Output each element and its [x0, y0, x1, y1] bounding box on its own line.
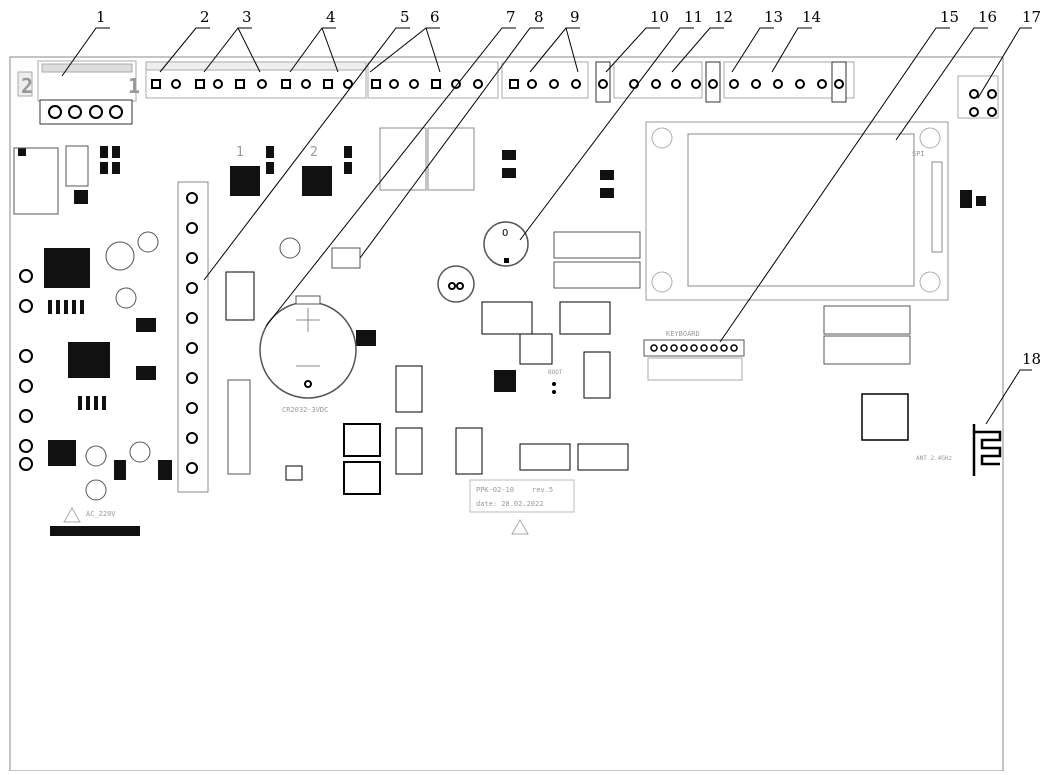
relay-blocks [227, 127, 911, 495]
callout-14: 14 [802, 8, 821, 26]
callout-leaders [61, 27, 1032, 425]
rotary-digit: 0 [502, 228, 508, 239]
callout-12: 12 [714, 8, 733, 26]
power-mark-left: 2 [21, 74, 33, 98]
callout-4: 4 [326, 8, 336, 26]
ic-chips [18, 148, 516, 480]
boot-label: BOOT [548, 369, 563, 376]
rotary-switch: 0 [483, 221, 529, 267]
callout-1: 1 [96, 8, 106, 26]
callout-2: 2 [200, 8, 210, 26]
radio-module: SPI [645, 121, 949, 301]
callout-10: 10 [650, 8, 669, 26]
battery-holder: CR2032-3VDC [259, 295, 357, 414]
callout-5: 5 [400, 8, 410, 26]
smd-components [13, 145, 986, 501]
callout-16: 16 [978, 8, 997, 26]
left-terminal-column [19, 269, 33, 471]
ac-label: AC_220V [86, 510, 116, 518]
callout-7: 7 [506, 8, 516, 26]
relay-1-label: 1 [236, 145, 244, 160]
callout-8: 8 [534, 8, 544, 26]
callout-6: 6 [430, 8, 440, 26]
antenna-label: ANT 2.4GHz [916, 455, 953, 462]
relay-2-label: 2 [310, 145, 318, 160]
ac-mains-block: AC_220V [50, 506, 140, 536]
antenna-trace: ANT 2.4GHz [916, 424, 1002, 476]
connector-17-block [957, 75, 999, 119]
keyboard-connector: KEYBOARD [643, 330, 745, 381]
central-terminal-column [177, 181, 209, 493]
callout-15: 15 [940, 8, 959, 26]
board-id-block: PPK-02-10 rev.5 date: 28.02.2022 [469, 479, 575, 535]
power-mark-right: 1 [128, 74, 140, 98]
buzzer [437, 265, 475, 303]
power-connector-block: 2 1 [17, 60, 140, 125]
board-revision: rev.5 [532, 486, 553, 494]
callout-17: 17 [1022, 8, 1041, 26]
battery-label: CR2032-3VDC [282, 406, 328, 414]
callout-13: 13 [764, 8, 783, 26]
callout-18: 18 [1022, 350, 1041, 368]
board-date: date: 28.02.2022 [476, 500, 543, 508]
callout-9: 9 [570, 8, 580, 26]
board-name: PPK-02-10 [476, 486, 514, 494]
callout-3: 3 [242, 8, 252, 26]
callout-11: 11 [684, 8, 703, 26]
keyboard-label: KEYBOARD [666, 330, 700, 338]
spi-label: SPI [912, 150, 925, 158]
top-terminal-row [145, 61, 855, 103]
